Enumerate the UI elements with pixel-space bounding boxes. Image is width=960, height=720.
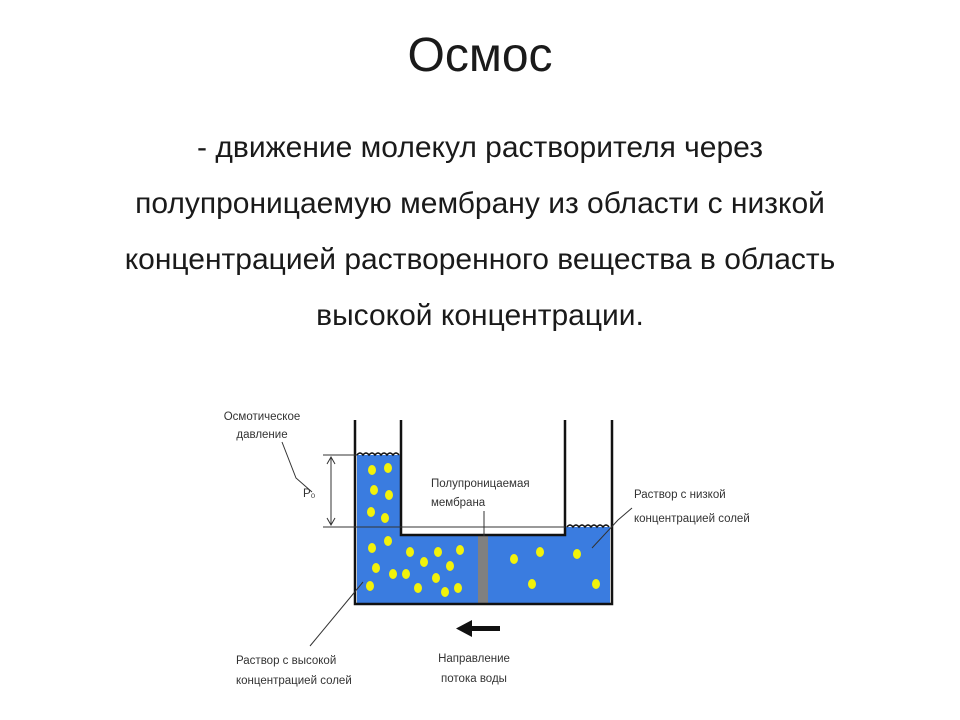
- solute-particle: [454, 583, 462, 593]
- solute-particle: [446, 561, 454, 571]
- solute-particle: [368, 543, 376, 553]
- solute-particles-high: [366, 463, 464, 597]
- low-concentration-label: концентрацией солей: [634, 513, 750, 525]
- definition-line: концентрацией растворенного вещества в о…: [124, 243, 836, 276]
- right-surface-ripple: [566, 524, 610, 529]
- solute-particle: [434, 547, 442, 557]
- solute-particle: [573, 549, 581, 559]
- vessel-outline: [353, 420, 614, 606]
- p0-label: P₀: [303, 488, 316, 500]
- definition-line: высокой концентрации.: [316, 299, 644, 332]
- membrane-label: мембрана: [431, 497, 486, 509]
- solute-particle: [592, 579, 600, 589]
- high-concentration-label: Раствор с высокой: [236, 655, 336, 667]
- solute-particle: [510, 554, 518, 564]
- solute-particle: [384, 463, 392, 473]
- solute-particle: [402, 569, 410, 579]
- solute-particle: [372, 563, 380, 573]
- flow-direction-label: Направление: [438, 653, 510, 665]
- low-concentration-solution: [488, 527, 610, 603]
- definition-line: - движение молекул растворителя через: [197, 131, 763, 164]
- solute-particle: [420, 557, 428, 567]
- high-concentration-label: концентрацией солей: [236, 675, 352, 687]
- definition-text: - движение молекул растворителя через по…: [20, 120, 940, 344]
- leader-lines: [309, 507, 633, 647]
- slide-title: Осмос: [407, 29, 553, 82]
- flow-direction-label: потока воды: [441, 673, 507, 685]
- solute-particle: [406, 547, 414, 557]
- left-surface-ripple: [356, 452, 400, 457]
- solute-particle: [367, 507, 375, 517]
- solute-particle: [389, 569, 397, 579]
- solute-particle: [441, 587, 449, 597]
- solute-particle: [432, 573, 440, 583]
- solute-particles-low: [510, 547, 600, 589]
- pressure-dimension: [281, 441, 565, 528]
- osmotic-pressure-label: Осмотическое: [224, 411, 301, 423]
- solute-particle: [381, 513, 389, 523]
- solute-particle: [384, 536, 392, 546]
- solute-particle: [370, 485, 378, 495]
- membrane-label: Полупроницаемая: [431, 478, 530, 490]
- solute-particle: [536, 547, 544, 557]
- solute-particle: [385, 490, 393, 500]
- solute-particle: [414, 583, 422, 593]
- solute-particle: [366, 581, 374, 591]
- low-concentration-label: Раствор с низкой: [634, 489, 726, 501]
- solute-particle: [456, 545, 464, 555]
- flow-direction-arrow: [456, 620, 500, 637]
- semipermeable-membrane: [478, 536, 488, 603]
- solute-particle: [528, 579, 536, 589]
- definition-line: полупроницаемую мембрану из области с ни…: [135, 187, 825, 220]
- solute-particle: [368, 465, 376, 475]
- osmotic-pressure-label: давление: [236, 429, 287, 441]
